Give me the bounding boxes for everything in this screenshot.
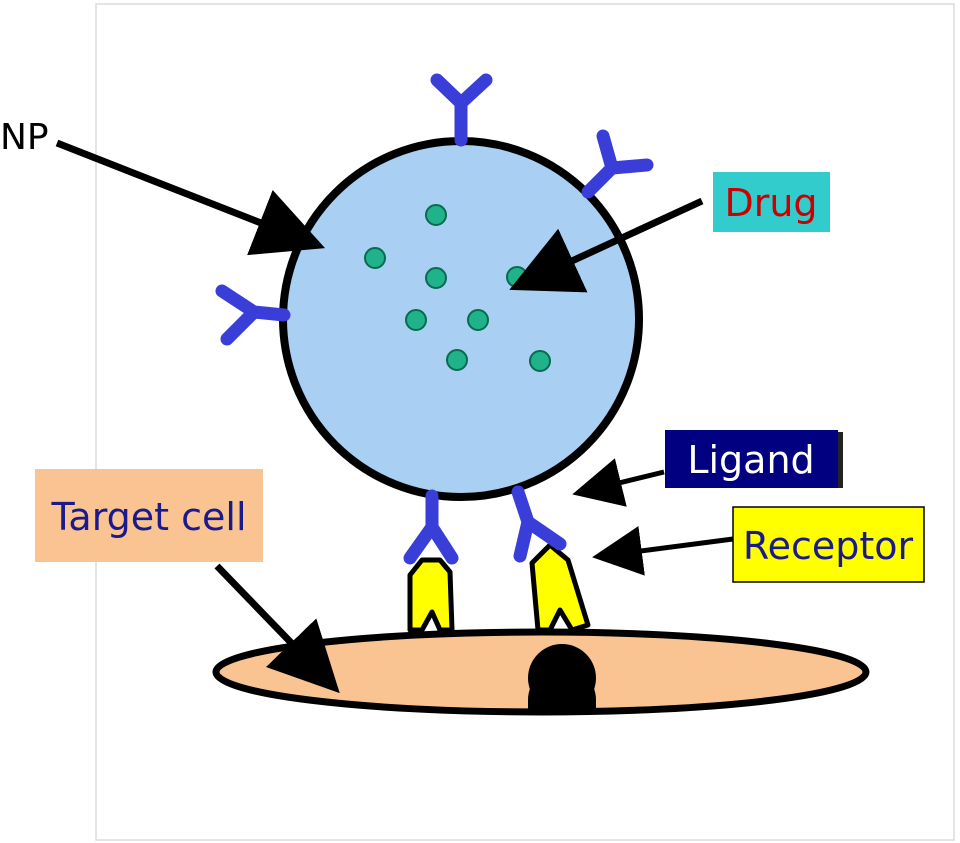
drug-label: Drug — [713, 172, 830, 232]
figure-frame — [95, 3, 955, 841]
receptor-label-text: Receptor — [743, 524, 914, 568]
receptor-label: Receptor — [732, 506, 925, 583]
drug-arrow — [509, 197, 704, 293]
target-cell-arrow — [214, 563, 340, 694]
ligands — [215, 73, 654, 565]
target-cell — [212, 628, 870, 716]
drug-dot — [467, 309, 489, 331]
ligand-label-text: Ligand — [687, 438, 814, 482]
receptors — [407, 542, 591, 633]
target-cell-label-text: Target cell — [50, 495, 246, 539]
drug-dot — [425, 204, 447, 226]
receptor-arrow — [592, 526, 734, 576]
drug-label-text: Drug — [724, 181, 817, 225]
ligand-bottom-right — [511, 485, 567, 563]
drug-dot — [529, 350, 551, 372]
ligand-bottom-left — [403, 489, 459, 565]
ligand-label-box — [665, 430, 838, 488]
np-label: NP — [0, 117, 49, 158]
drug-dot — [446, 349, 468, 371]
drug-molecules — [364, 204, 551, 372]
ligand-left — [215, 284, 291, 346]
ligand-label-shadow — [838, 432, 843, 488]
np-arrow — [55, 139, 326, 256]
drug-dot — [425, 267, 447, 289]
drug-dot — [364, 247, 386, 269]
ligand-top-right — [581, 129, 654, 199]
receptor-label-box — [732, 506, 925, 583]
drug-label-box — [713, 172, 830, 232]
ligand-arrow — [572, 458, 665, 507]
target-cell-label-box — [35, 469, 263, 562]
cell-nucleus-body — [528, 644, 596, 712]
target-cell-label: Target cell — [35, 469, 263, 562]
receptor-left — [407, 557, 455, 633]
drug-dot — [405, 309, 427, 331]
receptor-right — [529, 542, 591, 633]
pointer-arrows — [55, 139, 734, 694]
ligand-top — [430, 73, 493, 147]
ligand-label: Ligand — [665, 430, 843, 488]
